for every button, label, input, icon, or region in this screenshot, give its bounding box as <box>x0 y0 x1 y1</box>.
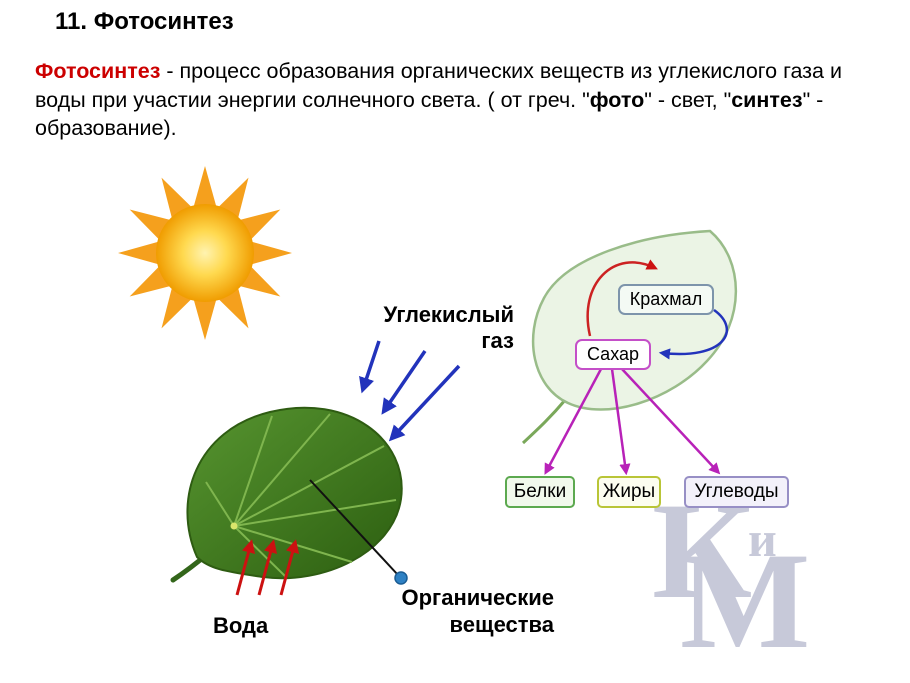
intro-text-2: " - свет, " <box>644 87 732 112</box>
organic-label-line1: Органические <box>401 585 555 610</box>
watermark-letter-i: и <box>748 511 777 567</box>
sugar-to-products-arrows <box>544 368 721 476</box>
organic-label: Органические вещества <box>368 585 555 639</box>
sun-icon <box>118 166 292 340</box>
co2-arrows <box>359 340 461 442</box>
intro-paragraph: Фотосинтез - процесс образования органич… <box>35 57 843 143</box>
organic-label-line2: вещества <box>449 611 554 637</box>
intro-bold-syntez: синтез <box>731 87 803 112</box>
intro-text-3: " - образование). <box>35 87 824 141</box>
proteins-box: Белки <box>505 476 575 508</box>
starch-box: Крахмал <box>618 284 714 315</box>
co2-label-line1: Углекислый <box>383 302 514 327</box>
sugar-to-starch-arrow <box>586 259 658 337</box>
intro-bold-photo: фото <box>589 87 645 112</box>
term-photosynthesis: Фотосинтез <box>35 59 161 83</box>
fats-box: Жиры <box>597 476 661 508</box>
organic-pointer <box>309 479 408 585</box>
leaf-illustration <box>170 406 403 583</box>
co2-label: Углекислый газ <box>356 302 514 354</box>
carbs-box: Углеводы <box>684 476 789 508</box>
water-arrows <box>235 539 300 596</box>
sugar-box: Сахар <box>575 339 651 370</box>
intro-text-1: - процесс образования органических вещес… <box>35 59 842 112</box>
watermark-letter-m: М <box>680 524 811 677</box>
water-label: Вода <box>213 613 269 638</box>
page-title: 11. Фотосинтез <box>55 8 234 35</box>
co2-label-line2: газ <box>481 327 514 353</box>
starch-to-sugar-arrow <box>658 308 728 360</box>
